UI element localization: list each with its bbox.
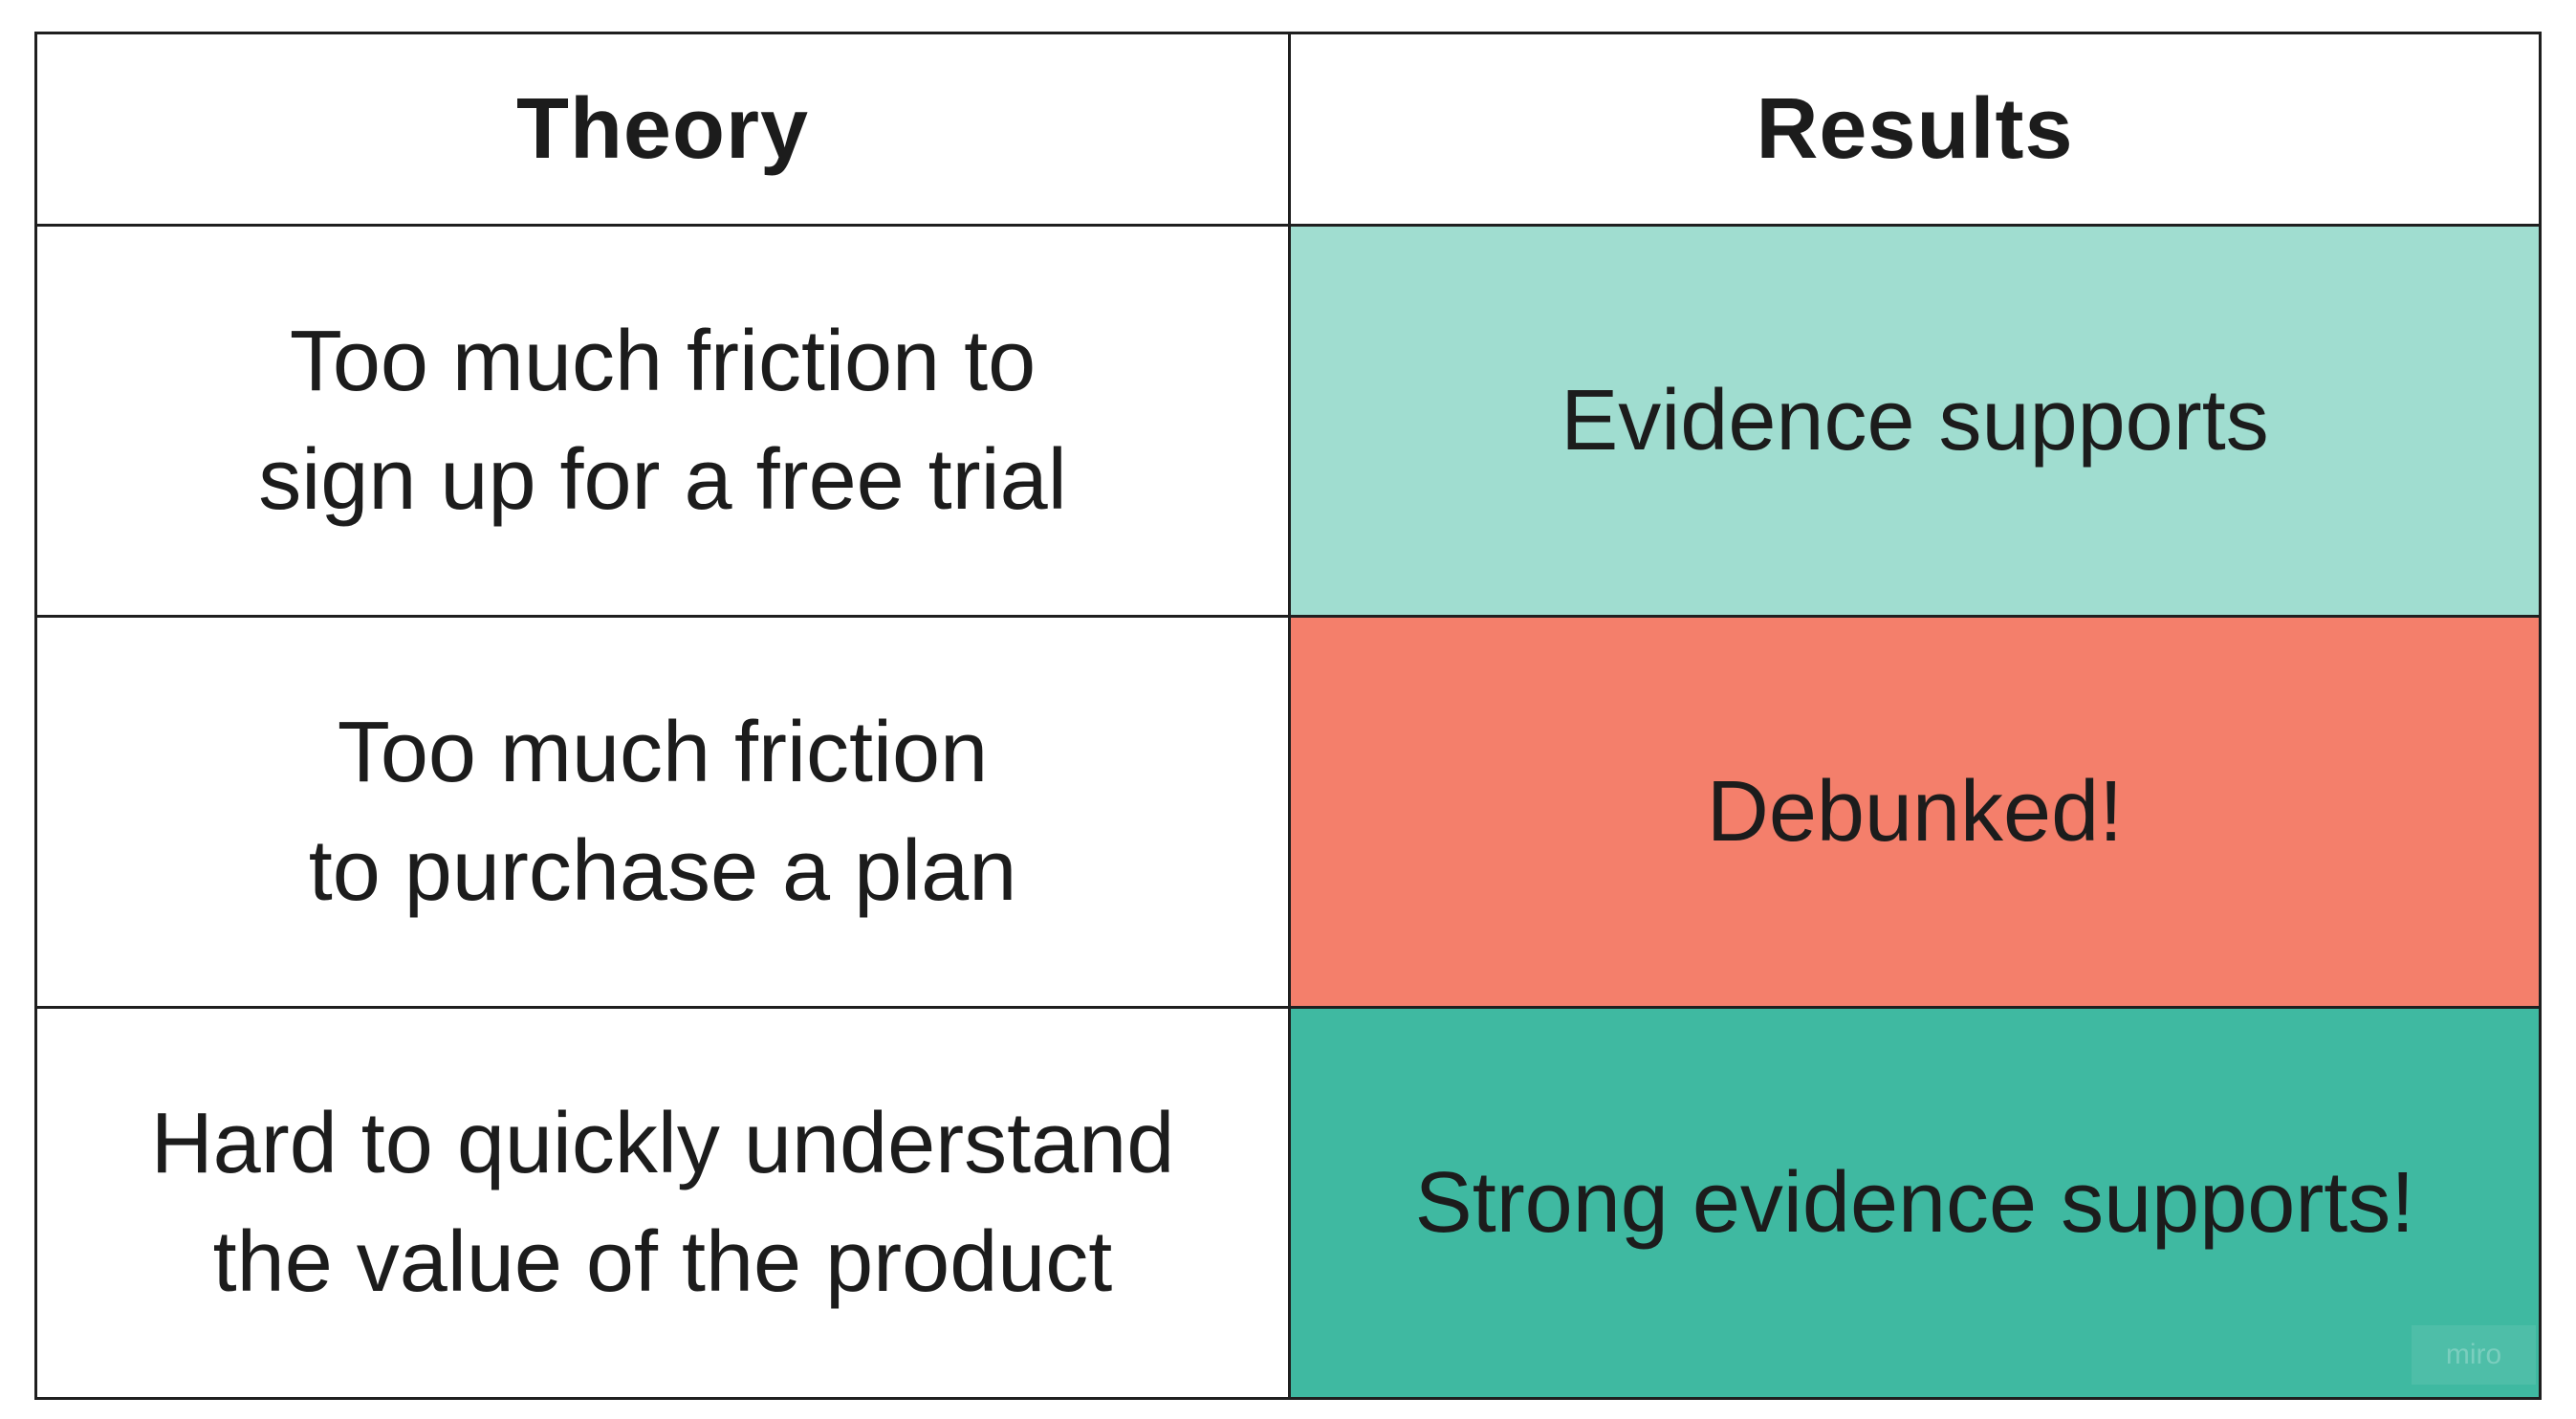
result-text: Evidence supports (1561, 373, 2269, 469)
result-cell: Evidence supports (1291, 227, 2539, 618)
miro-watermark: miro (2412, 1325, 2536, 1385)
result-cell: Strong evidence supports! (1291, 1009, 2539, 1397)
header-results: Results (1291, 34, 2539, 227)
theory-cell: Hard to quickly understand the value of … (37, 1009, 1291, 1397)
header-theory: Theory (37, 34, 1291, 227)
result-cell: Debunked! (1291, 618, 2539, 1009)
theory-text: Too much friction to sign up for a free … (258, 314, 1067, 528)
theory-text: Too much friction to purchase a plan (308, 705, 1017, 919)
theory-results-table: Theory Results Too much friction to sign… (34, 32, 2542, 1400)
result-text: Strong evidence supports! (1414, 1155, 2415, 1251)
theory-cell: Too much friction to sign up for a free … (37, 227, 1291, 618)
result-text: Debunked! (1706, 764, 2124, 860)
theory-text: Hard to quickly understand the value of … (150, 1096, 1175, 1310)
theory-cell: Too much friction to purchase a plan (37, 618, 1291, 1009)
